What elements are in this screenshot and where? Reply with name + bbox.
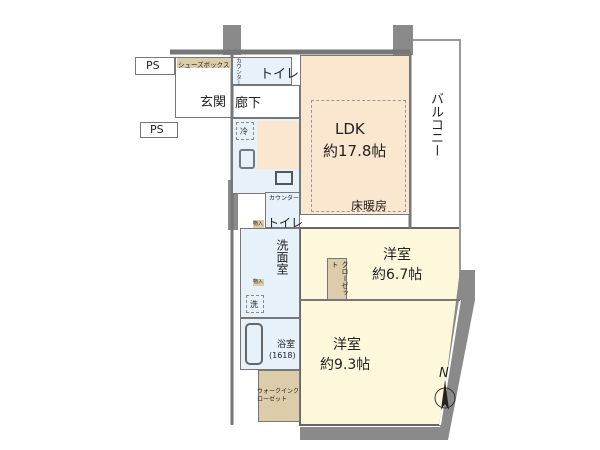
floor-heating-area: [311, 100, 406, 212]
ps-label: PS: [146, 59, 160, 72]
storage-label: 物入: [253, 279, 264, 285]
toilet-1: カウンター トイレ: [232, 57, 299, 86]
storage: 物入: [253, 279, 264, 286]
counter-label: カウンター: [269, 195, 300, 202]
toilet-label: トイレ: [260, 67, 300, 82]
north-label: N: [439, 366, 449, 381]
bathtub-icon: [245, 323, 263, 365]
fridge: 冷: [236, 122, 254, 140]
ldk: LDK 約17.8帖 床暖房: [300, 55, 410, 215]
bathroom-label: 浴室: [277, 340, 296, 350]
bathroom: 浴室 (1618): [240, 318, 300, 370]
shoe-box: シューズボックス: [177, 58, 231, 69]
hallway: 廊下: [232, 85, 300, 118]
wic-label: ウォークインクローゼット: [257, 388, 300, 403]
room1-label: 洋室: [383, 247, 411, 263]
sink-icon: [239, 149, 255, 169]
ps-box: PS: [140, 122, 178, 138]
column: [393, 25, 413, 55]
washroom: 洗面室 物入 洗: [240, 228, 300, 318]
washroom-label: 洗面室: [275, 239, 289, 275]
compass-arrow-icon: [434, 380, 456, 410]
floor-heating-label: 床暖房: [351, 199, 388, 213]
closet-label: クローゼット: [331, 261, 349, 296]
room-divider: [300, 299, 460, 301]
kitchen-counter: [257, 121, 299, 169]
washer: 洗: [246, 295, 264, 313]
room2-size: 約9.3帖: [320, 357, 371, 373]
toilet-2: カウンター トイレ: [265, 192, 304, 230]
counter-label: カウンター: [235, 58, 241, 86]
column: [223, 25, 241, 55]
kitchen: 冷: [232, 118, 300, 194]
fridge-label: 冷: [240, 127, 248, 136]
balcony-outline: [410, 39, 461, 300]
washer-label: 洗: [250, 300, 258, 309]
toilet-label: トイレ: [267, 216, 304, 230]
entrance-label: 玄関: [200, 95, 227, 110]
walk-in-closet: ウォークインクローゼット: [257, 370, 300, 422]
room2-label: 洋室: [333, 337, 361, 353]
closet: クローゼット: [327, 258, 349, 300]
ldk-label: LDK: [335, 120, 365, 138]
ps-label: PS: [150, 123, 164, 136]
room1-size: 約6.7帖: [372, 267, 423, 283]
ldk-size: 約17.8帖: [323, 142, 387, 160]
balcony-label: バルコニー: [428, 92, 443, 157]
bath-size: (1618): [269, 351, 296, 360]
stove-icon: [275, 171, 293, 185]
entrance: [175, 57, 232, 118]
ps-box: PS: [135, 57, 175, 75]
storage-label: 物入: [253, 221, 264, 227]
storage: 物入: [253, 220, 264, 228]
shoe-box-label: シューズボックス: [178, 61, 230, 69]
north-compass: N: [428, 366, 462, 412]
hallway-label: 廊下: [235, 96, 262, 111]
